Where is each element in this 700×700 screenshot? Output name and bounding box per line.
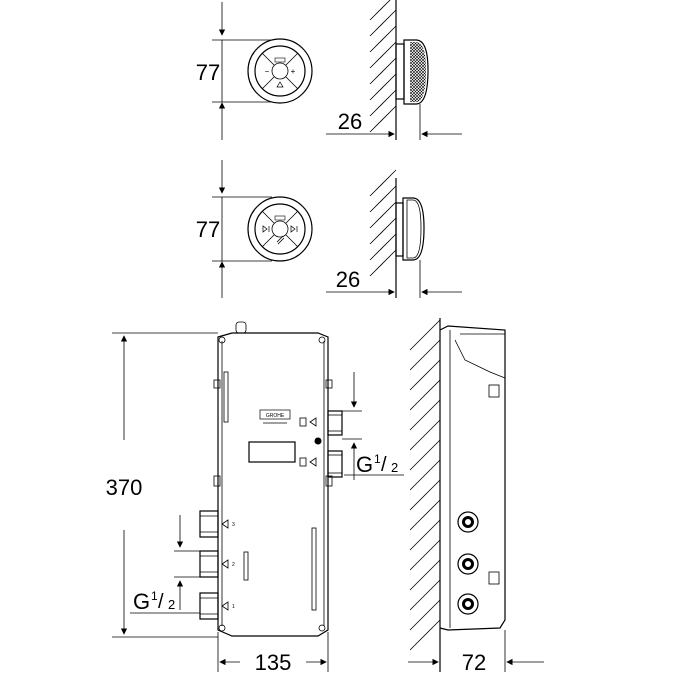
outlet-label-3: 3	[232, 522, 235, 528]
box-front-view: 370 GROHE	[106, 321, 404, 675]
dimension-77-bottom: 77	[196, 217, 220, 242]
box-side-view: 72	[408, 318, 544, 675]
side-inlet-middle	[457, 553, 479, 575]
dimension-72: 72	[462, 650, 486, 675]
outlet-1: 1	[199, 592, 235, 620]
right-inlet-lower	[327, 450, 343, 478]
dimension-26-top: 26	[338, 109, 362, 134]
dimension-26-bottom: 26	[336, 267, 360, 292]
side-inlet-lower	[457, 593, 479, 615]
button-bottom-front-view: 77	[196, 160, 313, 298]
thread-left-den: 2	[168, 597, 175, 612]
grohe-logo	[259, 409, 291, 420]
thread-right-g: G	[356, 452, 373, 477]
thread-left-g: G	[133, 589, 150, 614]
button-top-side-view: 26	[326, 0, 462, 140]
drop-icon	[276, 81, 284, 88]
thread-right-num: 1	[374, 452, 381, 466]
logo-icon	[274, 57, 286, 63]
button-top-front-view: 77 − +	[196, 2, 313, 140]
plus-symbol: +	[291, 67, 296, 76]
outlet-2: 2	[199, 550, 235, 578]
button-bottom-side-view: 26	[326, 169, 462, 298]
logo-icon	[274, 215, 286, 221]
outlet-3: 3	[199, 510, 235, 538]
thread-right-den: 2	[391, 460, 398, 475]
play-pause-icon-right	[290, 225, 298, 233]
thread-left-num: 1	[151, 589, 158, 603]
play-pause-icon	[262, 225, 270, 233]
dimension-370: 370	[106, 475, 143, 500]
dimension-77-top: 77	[196, 60, 220, 85]
right-inlet-upper	[327, 410, 343, 436]
thread-left-slash: /	[158, 591, 164, 613]
outlet-label-1: 1	[232, 604, 235, 610]
dimension-135: 135	[255, 650, 292, 675]
shower-icon	[276, 235, 285, 245]
outlet-label-2: 2	[232, 562, 235, 568]
side-inlet-upper	[457, 511, 479, 533]
thread-right-slash: /	[381, 454, 387, 476]
minus-symbol: −	[265, 67, 270, 76]
brand-logo: GROHE	[266, 413, 285, 419]
